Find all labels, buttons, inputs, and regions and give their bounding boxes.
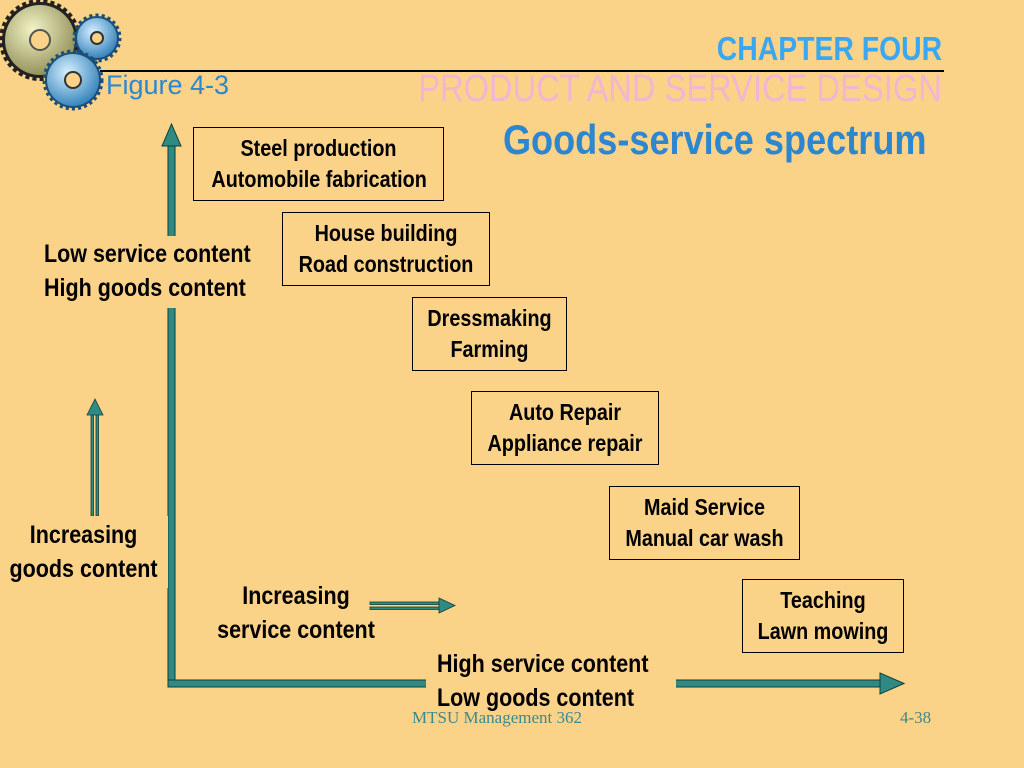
chapter-title: CHAPTER FOUR xyxy=(716,30,942,67)
label-line: High goods content xyxy=(44,274,246,302)
spectrum-box-steel: Steel production Automobile fabrication xyxy=(193,127,444,201)
increasing-service-arrow xyxy=(369,597,456,614)
vertical-axis-arrow xyxy=(161,122,182,687)
label-line: goods content xyxy=(9,555,158,583)
increasing-goods-label: Increasing goods content xyxy=(4,518,163,586)
figure-label: Figure 4-3 xyxy=(106,70,230,100)
box-line: Dressmaking xyxy=(427,305,552,331)
label-line: High service content xyxy=(437,650,649,678)
box-line: Automobile fabrication xyxy=(211,166,427,192)
slide-heading: Goods-service spectrum xyxy=(503,116,927,163)
box-line: Steel production xyxy=(240,135,397,161)
box-line: Teaching xyxy=(780,587,866,613)
footer-course: MTSU Management 362 xyxy=(412,708,582,727)
label-line: Low goods content xyxy=(437,684,635,712)
increasing-service-label: Increasing service content xyxy=(210,579,382,647)
gears-icon xyxy=(0,0,122,111)
box-line: Maid Service xyxy=(644,494,765,520)
label-line: Low service content xyxy=(44,240,251,268)
increasing-goods-arrow xyxy=(86,398,104,517)
box-line: Road construction xyxy=(298,251,474,277)
spectrum-box-teaching: Teaching Lawn mowing xyxy=(742,579,904,653)
label-line: service content xyxy=(217,616,375,644)
spectrum-box-maid: Maid Service Manual car wash xyxy=(609,486,800,560)
low-service-label: Low service content High goods content xyxy=(44,237,251,305)
slide-number: 4-38 xyxy=(900,708,932,727)
chapter-subtitle: PRODUCT AND SERVICE DESIGN xyxy=(418,68,942,110)
box-line: Lawn mowing xyxy=(757,618,889,644)
spectrum-box-house: House building Road construction xyxy=(282,212,490,286)
label-mask xyxy=(2,516,168,588)
box-line: House building xyxy=(314,220,458,246)
high-service-label: High service content Low goods content xyxy=(437,647,648,715)
box-line: Farming xyxy=(450,336,529,362)
box-line: Auto Repair xyxy=(508,399,622,425)
spectrum-box-dressmaking: Dressmaking Farming xyxy=(412,297,567,371)
spectrum-box-auto-repair: Auto Repair Appliance repair xyxy=(471,391,659,465)
label-line: Increasing xyxy=(29,521,138,549)
label-mask xyxy=(32,236,280,308)
box-line: Manual car wash xyxy=(625,525,784,551)
label-mask xyxy=(426,645,676,717)
title-divider xyxy=(100,70,944,72)
label-line: Increasing xyxy=(242,582,350,610)
box-line: Appliance repair xyxy=(487,430,643,456)
